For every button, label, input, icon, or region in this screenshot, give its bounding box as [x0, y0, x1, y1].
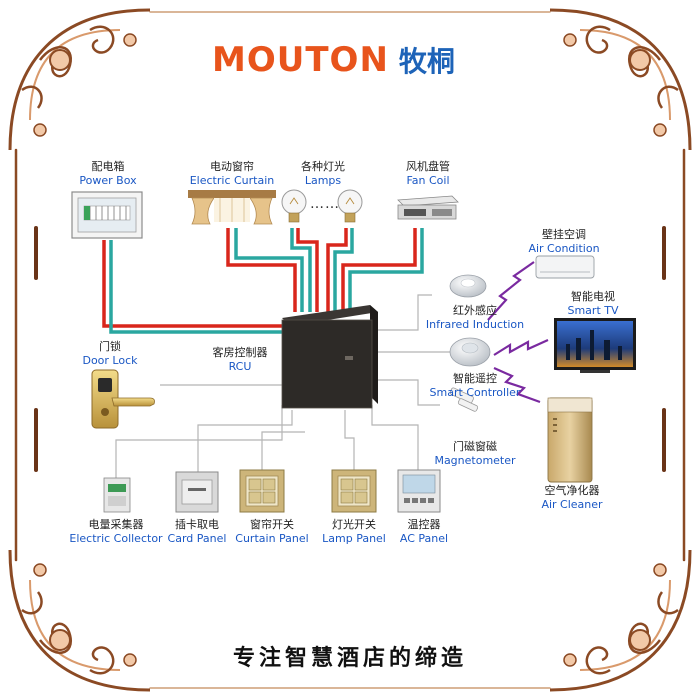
label-en: Air Cleaner — [541, 498, 603, 511]
label-zh: 红外感应 — [453, 304, 497, 317]
wireless-links — [487, 261, 549, 404]
ornamental-frame — [14, 11, 686, 689]
lamp-bulb-icon-left — [281, 189, 307, 223]
label-zh: 风机盘管 — [406, 160, 450, 173]
label-curtain-panel: 窗帘开关 Curtain Panel — [232, 518, 312, 546]
label-en: Air Condition — [528, 242, 600, 255]
label-zh: 温控器 — [407, 518, 441, 531]
label-smart-tv: 智能电视 Smart TV — [550, 290, 636, 318]
corner-ornament-bottom-left — [8, 549, 151, 692]
label-en: Fan Coil — [406, 174, 450, 187]
label-zh: 客房控制器 — [212, 346, 268, 359]
corner-ornament-top-left — [8, 8, 151, 151]
smart-controller-icon — [449, 337, 491, 367]
label-en: Magnetometer — [434, 454, 516, 467]
power-box-icon — [71, 191, 143, 239]
brand-logo-latin: MOUTON — [212, 40, 389, 80]
label-card-panel: 插卡取电 Card Panel — [166, 518, 228, 546]
electric-curtain-icon — [188, 190, 276, 225]
label-air-cleaner: 空气净化器 Air Cleaner — [530, 484, 614, 512]
label-electric-curtain: 电动窗帘 Electric Curtain — [170, 160, 294, 188]
wire-curtain-teal — [234, 228, 304, 312]
label-en: Curtain Panel — [235, 532, 309, 545]
label-en: Power Box — [79, 174, 137, 187]
electric-collector-icon — [103, 477, 131, 513]
wire-lamp-right-teal — [333, 228, 354, 312]
wireless-to-air-cleaner — [493, 366, 541, 404]
label-en: RCU — [228, 360, 252, 373]
label-fan-coil: 风机盘管 Fan Coil — [392, 160, 464, 188]
wire-fan-coil-teal — [348, 228, 424, 312]
wireless-to-air-condition — [487, 261, 535, 321]
label-zh: 壁挂空调 — [542, 228, 586, 241]
label-zh: 电动窗帘 — [210, 160, 254, 173]
label-en: Card Panel — [167, 532, 227, 545]
signal-wires — [115, 294, 452, 478]
smart-tv-icon — [554, 318, 636, 373]
card-panel-icon — [175, 471, 219, 513]
lamp-bulb-icon-right — [337, 189, 363, 223]
air-condition-icon — [535, 255, 595, 279]
label-en: Smart TV — [567, 304, 619, 317]
magnetometer-icon — [449, 387, 479, 412]
label-air-condition: 壁挂空调 Air Condition — [516, 228, 612, 256]
infrared-sensor-icon — [449, 274, 487, 298]
label-power-box: 配电箱 Power Box — [72, 160, 144, 188]
label-en: Smart Controller — [429, 386, 521, 399]
wireless-to-smart-tv — [493, 338, 549, 356]
label-zh: 门锁 — [99, 340, 121, 353]
slogan: 专注智慧酒店的缔造 — [232, 645, 467, 671]
wire-curtain-red — [226, 228, 297, 312]
wire-lamp-right-red — [326, 228, 348, 312]
label-infrared-induction: 红外感应 Infrared Induction — [420, 304, 530, 332]
label-zh: 配电箱 — [91, 160, 125, 173]
label-en: Door Lock — [82, 354, 138, 367]
label-en: Lamp Panel — [322, 532, 386, 545]
label-zh: 智能遥控 — [453, 372, 497, 385]
label-en: Lamps — [304, 174, 342, 187]
label-zh: 电量采集器 — [88, 518, 144, 531]
rcu-box — [281, 305, 378, 409]
label-ac-panel: 温控器 AC Panel — [392, 518, 456, 546]
label-zh: 门磁窗磁 — [453, 440, 497, 453]
label-smart-controller: 智能遥控 Smart Controller — [420, 372, 530, 400]
fan-coil-icon — [397, 195, 459, 220]
label-zh: 空气净化器 — [544, 484, 600, 497]
wire-lamp-left-teal — [290, 228, 312, 312]
label-zh: 智能电视 — [571, 290, 615, 303]
label-zh: 插卡取电 — [175, 518, 219, 531]
label-zh: 窗帘开关 — [250, 518, 294, 531]
label-magnetometer: 门磁窗磁 Magnetometer — [420, 440, 530, 468]
door-lock-icon — [91, 369, 155, 429]
lamp-separator: …… — [310, 196, 340, 212]
brand-logo-chinese: 牧桐 — [398, 45, 455, 78]
wire-power-box-teal — [109, 240, 282, 334]
curtain-panel-icon — [239, 469, 285, 513]
lamp-panel-icon — [331, 469, 377, 513]
corner-ornament-top-right — [549, 8, 692, 151]
label-en: Electric Collector — [69, 532, 163, 545]
brand-logo: MOUTON 牧桐 — [212, 40, 455, 80]
wire-lamp-left-red — [296, 228, 319, 312]
air-cleaner-icon — [547, 397, 593, 483]
label-lamps: 各种灯光 Lamps — [286, 160, 360, 188]
label-en: AC Panel — [399, 532, 449, 545]
label-electric-collector: 电量采集器 Electric Collector — [66, 518, 166, 546]
power-wires — [102, 228, 424, 334]
wire-fan-coil-red — [341, 228, 417, 312]
wire-power-box-red — [102, 240, 282, 328]
label-zh: 灯光开关 — [332, 518, 376, 531]
label-lamp-panel: 灯光开关 Lamp Panel — [318, 518, 390, 546]
ac-panel-icon — [397, 469, 441, 513]
label-en: Electric Curtain — [189, 174, 275, 187]
label-en: Infrared Induction — [425, 318, 525, 331]
label-rcu: 客房控制器 RCU — [200, 346, 280, 374]
corner-ornament-bottom-right — [549, 549, 692, 692]
label-door-lock: 门锁 Door Lock — [74, 340, 146, 368]
label-zh: 各种灯光 — [301, 160, 345, 173]
